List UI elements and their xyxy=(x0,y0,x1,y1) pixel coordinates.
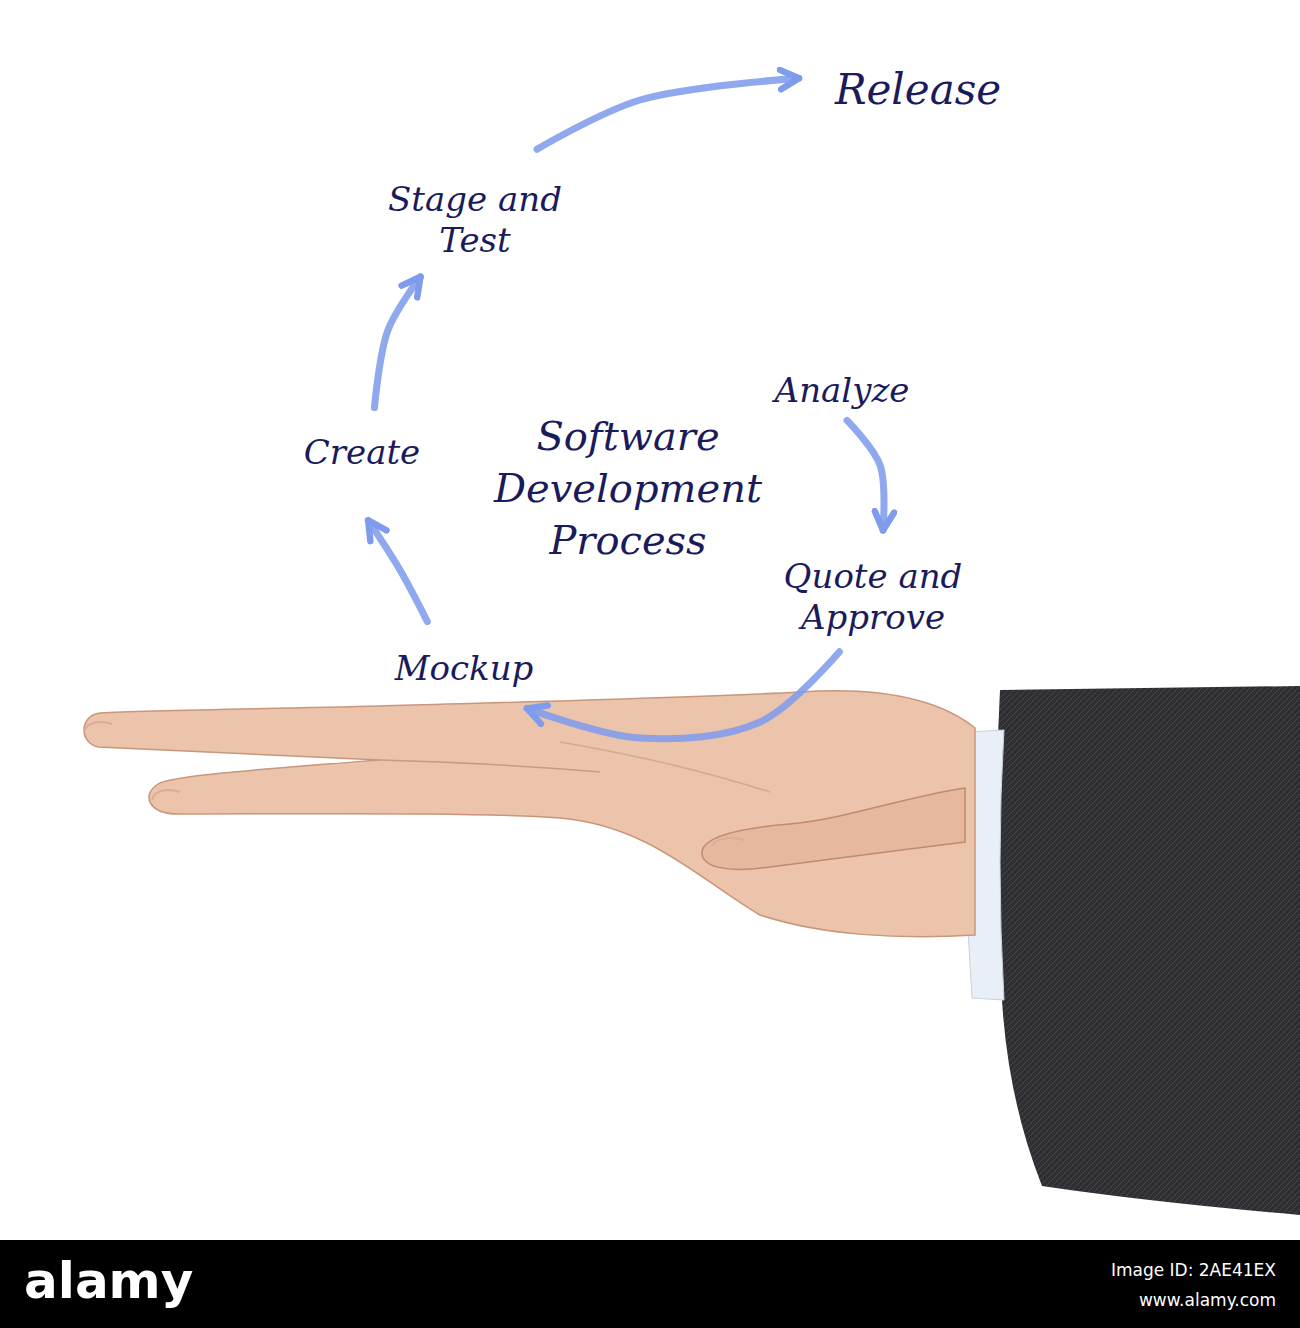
step-text: Quote and Approve xyxy=(748,556,998,638)
flow-arrow xyxy=(847,420,884,530)
thumbnail xyxy=(712,838,744,846)
step-text: Stage and Test xyxy=(355,179,595,261)
thumb xyxy=(702,788,965,869)
flow-arrow xyxy=(527,652,839,739)
fingernail xyxy=(152,790,180,800)
finger-crease xyxy=(380,760,600,772)
step-label: Create xyxy=(300,428,424,477)
watermark-bar xyxy=(0,1240,1300,1328)
hand xyxy=(84,691,975,937)
suit-sleeve xyxy=(996,686,1300,1215)
step-label: Quote and Approve xyxy=(744,552,1002,642)
step-label: Mockup xyxy=(391,644,538,693)
watermark-text: www.alamy.com xyxy=(1139,1290,1276,1310)
flow-arrow xyxy=(368,520,427,621)
step-label: Stage and Test xyxy=(351,175,599,265)
flow-arrow xyxy=(537,78,799,149)
palm-crease xyxy=(560,742,770,792)
step-label: Analyze xyxy=(771,366,914,415)
watermark-text: Image ID: 2AE41EX xyxy=(1111,1260,1276,1280)
step-text: Create xyxy=(304,432,420,473)
fingernail xyxy=(84,722,112,732)
step-text: Release xyxy=(835,65,1001,115)
flow-arrow xyxy=(374,277,420,408)
step-label: Release xyxy=(831,61,1005,119)
watermark-logo: alamy xyxy=(24,1252,193,1310)
step-text: Mockup xyxy=(395,648,534,689)
step-text: Analyze xyxy=(775,370,910,411)
diagram-title: Software Development Process xyxy=(454,406,802,570)
